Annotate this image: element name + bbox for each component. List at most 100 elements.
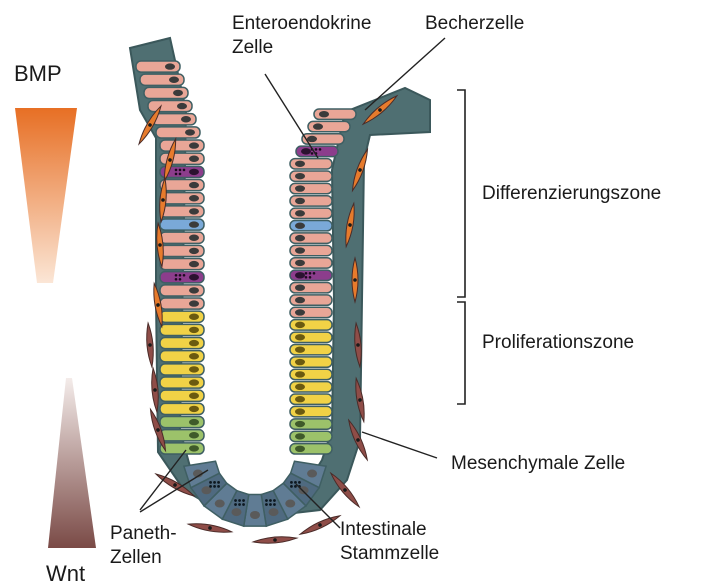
wnt-gradient-wedge: [48, 378, 96, 548]
cell-nucleus: [189, 445, 199, 451]
cell-nucleus: [189, 235, 199, 241]
cell-nucleus: [295, 396, 305, 402]
cell-nucleus: [189, 261, 199, 267]
bmp-gradient-wedge: [15, 108, 77, 283]
paneth-label-line1: Paneth-: [110, 522, 177, 545]
cell-nucleus: [189, 406, 199, 412]
cell-nucleus: [295, 421, 305, 427]
mesenchymal-cell: [145, 323, 155, 367]
cell-nucleus: [295, 284, 305, 290]
cell-nucleus: [189, 353, 199, 359]
goblet-granule: [309, 272, 312, 275]
paneth-granule: [217, 481, 220, 484]
cell-nucleus: [307, 470, 317, 478]
cell-nucleus: [295, 247, 305, 253]
goblet-granule: [305, 276, 308, 279]
cell-nucleus: [295, 359, 305, 365]
goblet-granule: [175, 278, 178, 281]
goblet-granule: [319, 148, 322, 151]
paneth-granule: [234, 503, 237, 506]
cell-nucleus: [181, 116, 191, 122]
paneth-granule: [294, 481, 297, 484]
paneth-granule: [234, 499, 237, 502]
paneth-granule: [242, 503, 245, 506]
goblet-granule: [183, 169, 186, 172]
cell-nucleus: [189, 142, 199, 148]
cell-nucleus: [295, 309, 305, 315]
cell-nucleus: [189, 327, 199, 333]
paneth-granule: [238, 503, 241, 506]
cell-nucleus: [189, 419, 199, 425]
paneth-granule: [273, 503, 276, 506]
goblet-granule: [179, 173, 182, 176]
differentiation-bracket: [457, 90, 465, 297]
cell-nucleus: [189, 432, 199, 438]
cell-nucleus: [295, 185, 305, 191]
pointer-mesenchymal: [362, 432, 437, 458]
cell-nucleus: [307, 136, 317, 142]
cell-nucleus: [295, 173, 305, 179]
cell-nucleus: [295, 297, 305, 303]
stem-label-line2: Stammzelle: [340, 542, 439, 565]
cell-nucleus: [189, 208, 199, 214]
cell-nucleus: [295, 446, 305, 452]
paneth-granule: [242, 499, 245, 502]
cell-nucleus: [295, 322, 305, 328]
cell-nucleus: [189, 195, 199, 201]
cell-nucleus: [295, 384, 305, 390]
goblet-granule: [175, 274, 178, 277]
cell-nucleus: [301, 148, 311, 154]
paneth-granule: [269, 499, 272, 502]
cell-nucleus: [295, 161, 305, 167]
goblet-granule: [313, 272, 316, 275]
mesenchymal-cell: [188, 521, 232, 535]
cell-nucleus: [189, 221, 199, 227]
cell-nucleus: [269, 508, 279, 516]
bmp-label: BMP: [14, 62, 62, 85]
stem-label-line1: Intestinale: [340, 518, 427, 541]
goblet-granule: [305, 272, 308, 275]
paneth-granule: [213, 485, 216, 488]
cell-nucleus: [189, 287, 199, 293]
cell-nucleus: [189, 379, 199, 385]
cell-nucleus: [185, 129, 195, 135]
pointer-enteroendocrine: [265, 74, 318, 158]
cell-nucleus: [231, 508, 241, 516]
goblet-label: Becherzelle: [425, 12, 524, 35]
paneth-granule: [213, 481, 216, 484]
mesenchymal-cell: [299, 513, 341, 537]
cell-nucleus: [295, 272, 305, 278]
cell-nucleus: [189, 366, 199, 372]
cell-nucleus: [189, 156, 199, 162]
paneth-label-line2: Zellen: [110, 546, 162, 569]
cell-nucleus: [189, 169, 199, 175]
mesenchymal-label: Mesenchymale Zelle: [451, 452, 625, 475]
cell-nucleus: [295, 433, 305, 439]
cell-nucleus: [295, 334, 305, 340]
paneth-granule: [238, 499, 241, 502]
cell-nucleus: [295, 408, 305, 414]
goblet-granule: [309, 276, 312, 279]
cell-nucleus: [295, 198, 305, 204]
goblet-granule: [175, 173, 178, 176]
cell-nucleus: [295, 223, 305, 229]
cell-nucleus: [189, 340, 199, 346]
cell-nucleus: [189, 393, 199, 399]
cell-nucleus: [189, 274, 199, 280]
cell-nucleus: [189, 300, 199, 306]
paneth-granule: [265, 499, 268, 502]
cell-nucleus: [295, 260, 305, 266]
goblet-granule: [175, 169, 178, 172]
zone-brackets: [457, 90, 465, 404]
paneth-granule: [269, 503, 272, 506]
goblet-granule: [179, 274, 182, 277]
cell-nucleus: [165, 63, 175, 69]
wnt-label: Wnt: [46, 562, 85, 585]
goblet-granule: [315, 148, 318, 151]
differentiation-zone-label: Differenzierungszone: [482, 182, 661, 205]
cell-nucleus: [313, 123, 323, 129]
cell-nucleus: [295, 346, 305, 352]
goblet-granule: [179, 278, 182, 281]
mesenchymal-cell: [253, 535, 297, 545]
